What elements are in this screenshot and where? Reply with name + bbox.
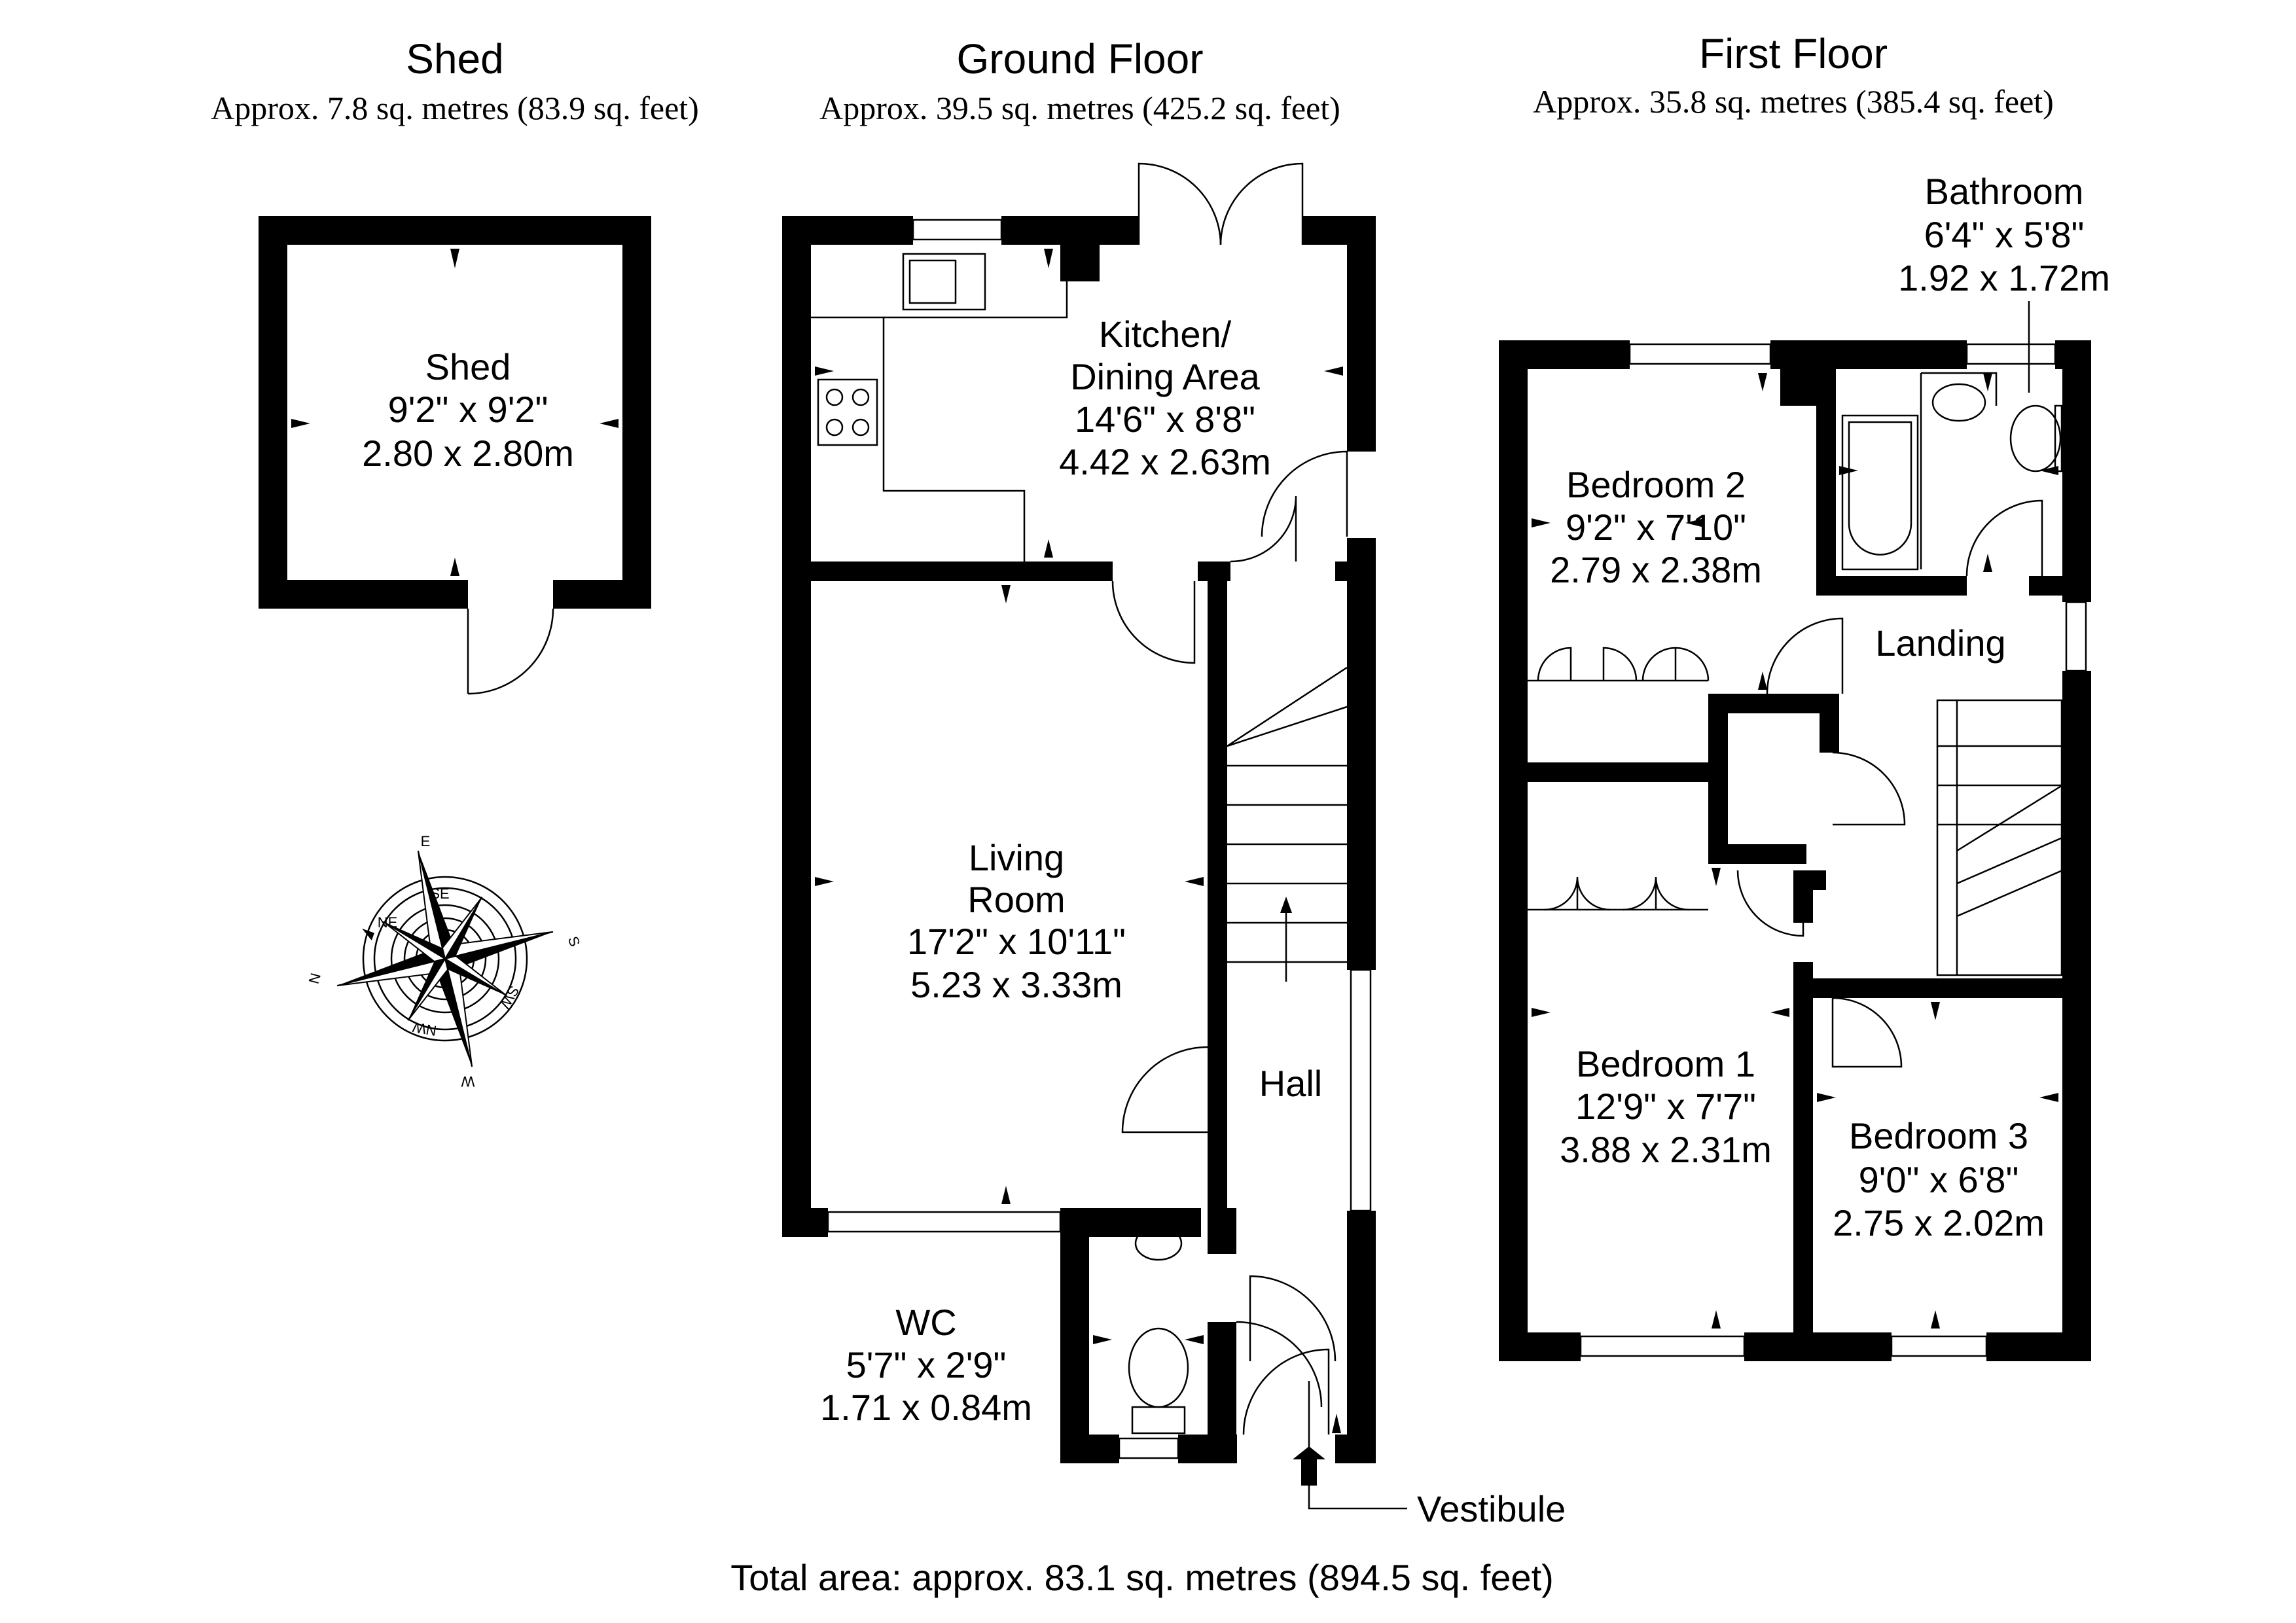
- compass-label-sw: SW: [497, 983, 522, 1011]
- vestibule-name: Vestibule: [1417, 1488, 1566, 1529]
- landing-name: Landing: [1875, 622, 2005, 664]
- heading-ground-floor: Ground Floor Approx. 39.5 sq. metres (42…: [819, 35, 1340, 126]
- bedroom2-name: Bedroom 2: [1566, 464, 1746, 505]
- wc-imperial: 5'7" x 2'9": [846, 1344, 1007, 1385]
- wc-metric: 1.71 x 0.84m: [820, 1387, 1032, 1428]
- compass-rose-icon: E S W N SE NE SW NW: [306, 833, 584, 1090]
- total-area: Total area: approx. 83.1 sq. metres (894…: [730, 1557, 1554, 1598]
- compass-label-nw: NE: [378, 914, 398, 931]
- bedroom2-metric: 2.79 x 2.38m: [1550, 549, 1762, 590]
- bedroom1-metric: 3.88 x 2.31m: [1560, 1129, 1772, 1170]
- heading-first-floor: First Floor Approx. 35.8 sq. metres (385…: [1533, 30, 2054, 120]
- compass-label-e: E: [421, 833, 431, 849]
- living-name-line2: Room: [967, 879, 1065, 920]
- shed-area: Approx. 7.8 sq. metres (83.9 sq. feet): [211, 90, 699, 126]
- wc-name: WC: [895, 1302, 956, 1343]
- shed-title: Shed: [406, 35, 503, 82]
- hall-name: Hall: [1259, 1063, 1322, 1104]
- compass-label-w: W: [461, 1073, 475, 1090]
- compass-label-se: NW: [411, 1019, 438, 1039]
- bedroom2-imperial: 9'2" x 7'10": [1566, 507, 1746, 548]
- kitchen-metric: 4.42 x 2.63m: [1059, 441, 1271, 482]
- living-metric: 5.23 x 3.33m: [910, 964, 1122, 1005]
- kitchen-imperial: 14'6" x 8'8": [1075, 399, 1255, 440]
- shed-room-name: Shed: [425, 346, 511, 387]
- bathroom-name: Bathroom: [1925, 171, 2084, 212]
- shed-plan: Shed 9'2" x 9'2" 2.80 x 2.80m: [259, 216, 651, 695]
- bedroom1-imperial: 12'9" x 7'7": [1575, 1086, 1756, 1127]
- first-floor-plan: Bathroom 6'4" x 5'8" 1.92 x 1.72m Bedroo…: [1499, 171, 2110, 1361]
- compass-label-n: N: [306, 971, 324, 986]
- kitchen-name-line2: Dining Area: [1070, 356, 1260, 397]
- kitchen-name-line1: Kitchen/: [1099, 313, 1232, 355]
- bedroom3-metric: 2.75 x 2.02m: [1833, 1202, 2045, 1243]
- living-name-line1: Living: [969, 837, 1064, 878]
- compass-label-ne: SE: [430, 885, 449, 902]
- bathroom-imperial: 6'4" x 5'8": [1924, 214, 2085, 255]
- bedroom3-imperial: 9'0" x 6'8": [1859, 1159, 2019, 1200]
- first-floor-area: Approx. 35.8 sq. metres (385.4 sq. feet): [1533, 83, 2054, 120]
- ground-floor-plan: Kitchen/ Dining Area 14'6" x 8'8" 4.42 x…: [782, 162, 1566, 1529]
- bedroom1-name: Bedroom 1: [1576, 1043, 1755, 1084]
- living-imperial: 17'2" x 10'11": [907, 921, 1126, 962]
- compass-label-s: S: [565, 934, 584, 948]
- shed-room-metric: 2.80 x 2.80m: [362, 433, 574, 474]
- first-floor-title: First Floor: [1699, 30, 1888, 77]
- heading-shed: Shed Approx. 7.8 sq. metres (83.9 sq. fe…: [211, 35, 699, 126]
- ground-floor-title: Ground Floor: [956, 35, 1203, 82]
- bathroom-metric: 1.92 x 1.72m: [1898, 257, 2110, 298]
- shed-room-imperial: 9'2" x 9'2": [388, 389, 548, 430]
- ground-floor-area: Approx. 39.5 sq. metres (425.2 sq. feet): [819, 90, 1340, 126]
- bedroom3-name: Bedroom 3: [1849, 1115, 2028, 1156]
